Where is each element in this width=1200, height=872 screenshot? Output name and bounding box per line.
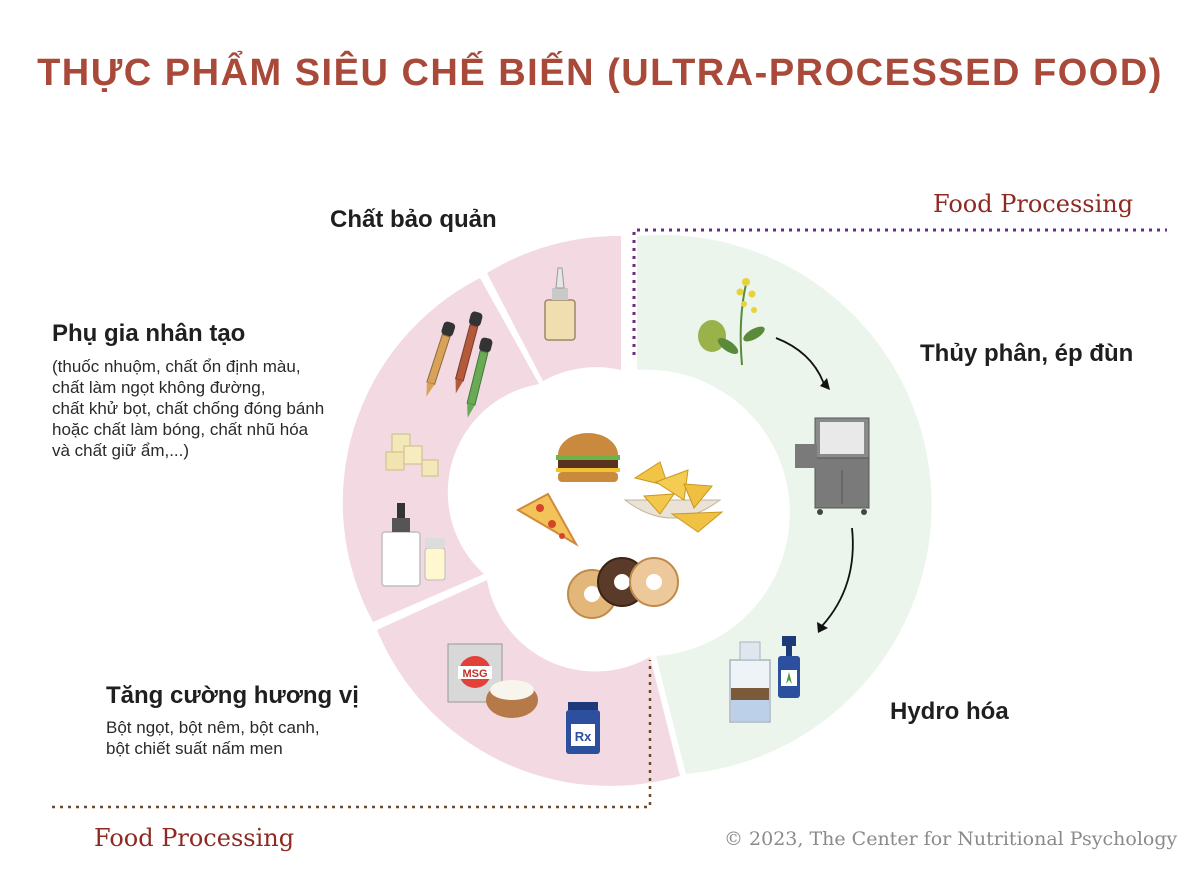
food-processing-label-bottom: Food Processing	[94, 824, 295, 852]
additives-description: (thuốc nhuộm, chất ổn định màu, chất làm…	[52, 356, 362, 461]
glue-bottle-icon	[381, 503, 421, 587]
arrow-icon	[775, 337, 830, 390]
sugar-cube-icon	[385, 433, 439, 477]
rx-label: Rx	[575, 729, 592, 744]
description-line: chất khử bọt, chất chống đóng bánh	[52, 399, 325, 418]
flavor-enhancer-label: Tăng cường hương vị	[106, 682, 359, 709]
description-line: Bột ngọt, bột nêm, bột canh,	[106, 718, 320, 737]
extruder-machine-icon	[795, 417, 870, 515]
coconut-icon	[486, 680, 538, 718]
hydrogenation-label: Hydro hóa	[890, 698, 1009, 725]
oil-bottle-icon	[729, 641, 771, 723]
burger-icon	[556, 433, 620, 482]
description-line: hoặc chất làm bóng, chất nhũ hóa	[52, 420, 309, 439]
arrow-icon	[817, 527, 854, 633]
description-line: (thuốc nhuộm, chất ổn định màu,	[52, 357, 301, 376]
food-processing-label-top: Food Processing	[933, 190, 1134, 218]
description-line: và chất giữ ẩm,...)	[52, 441, 190, 460]
salt-shaker-icon	[424, 538, 446, 581]
description-line: bột chiết suất nấm men	[106, 739, 283, 758]
ring-segment-processing	[637, 234, 932, 774]
flavor-enhancer-description: Bột ngọt, bột nêm, bột canh, bột chiết s…	[106, 717, 366, 759]
msg-label: MSG	[462, 668, 487, 680]
dropper-icon	[426, 311, 493, 418]
page-title: THỰC PHẨM SIÊU CHẾ BIẾN (ULTRA-PROCESSED…	[37, 52, 1163, 94]
description-line: chất làm ngọt không đường,	[52, 378, 266, 397]
copyright-text: © 2023, The Center for Nutritional Psych…	[724, 828, 1178, 850]
pill-bottle-icon: Rx	[566, 702, 600, 754]
nasal-spray-bottle-icon	[544, 267, 576, 341]
hydrolysis-extrusion-label: Thủy phân, ép đùn	[920, 340, 1134, 367]
donut-icon	[567, 557, 679, 619]
cbd-bottle-icon	[778, 636, 800, 698]
chips-icon	[623, 461, 724, 533]
olive-plant-icon	[698, 278, 765, 366]
processing-dotted-line-top	[632, 228, 1167, 355]
preservatives-label: Chất bảo quản	[330, 206, 497, 233]
processing-dotted-line-bottom	[52, 660, 652, 809]
pizza-icon	[515, 492, 579, 547]
ring-segment-flavor	[377, 580, 680, 786]
additives-label: Phụ gia nhân tạo	[52, 320, 246, 347]
